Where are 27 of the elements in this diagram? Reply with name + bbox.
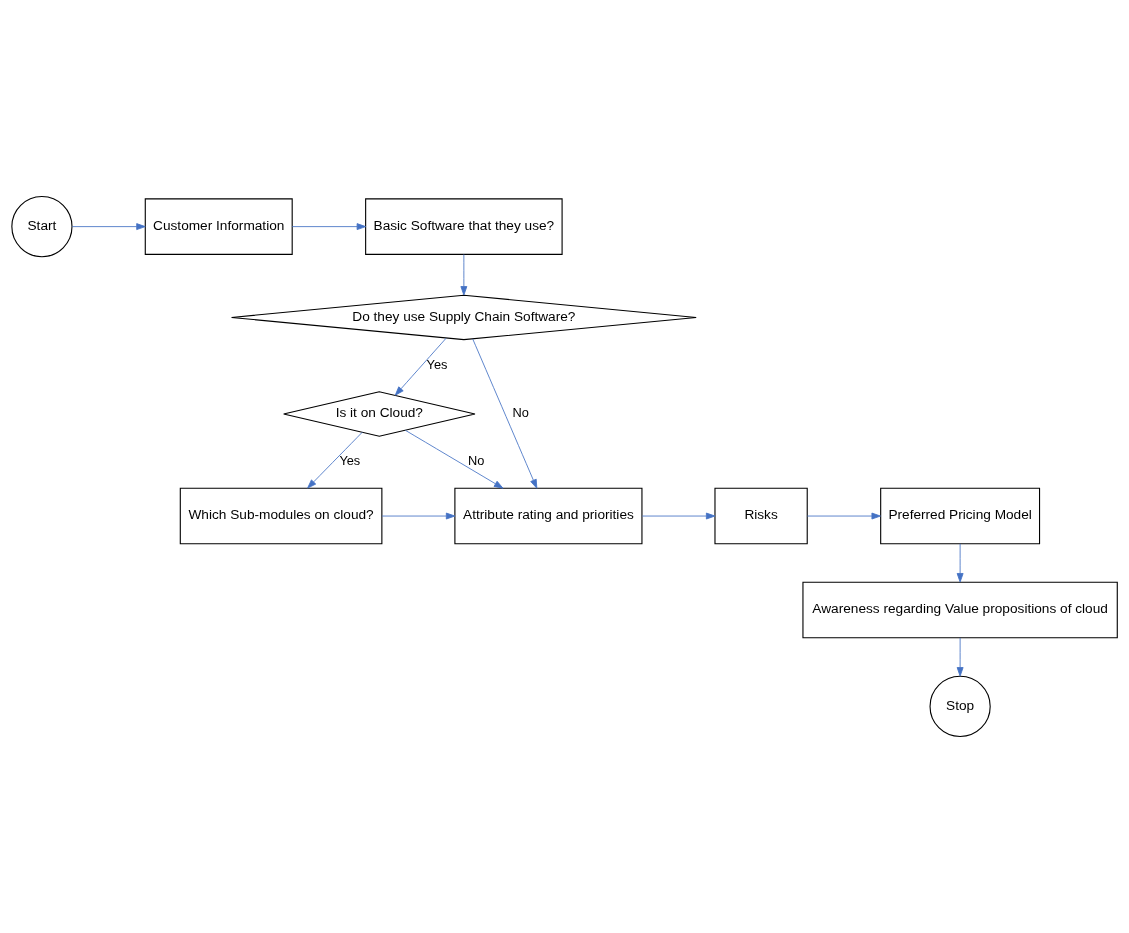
edge-label: Yes: [426, 356, 448, 372]
node-box: Awareness regarding Value propositions of cloud: [802, 581, 1118, 639]
node-box: Customer Information: [144, 198, 293, 255]
node-diamond: Is it on Cloud?: [283, 391, 476, 437]
arrow: [71, 223, 146, 231]
arrow: [291, 223, 367, 231]
node-box: Basic Software that they use?: [365, 198, 563, 255]
arrow: [641, 512, 716, 520]
edge-label: No: [512, 404, 529, 420]
arrow: [460, 254, 468, 296]
edge-label: Yes: [339, 453, 361, 469]
node-circle: Stop: [929, 675, 991, 737]
node-box: Preferred Pricing Model: [880, 487, 1041, 545]
arrow: [394, 337, 447, 396]
node-box: Which Sub-modules on cloud?: [179, 487, 383, 545]
arrow: [404, 429, 504, 489]
edge-label: No: [468, 453, 485, 469]
arrow: [806, 512, 881, 520]
node-circle: Start: [11, 196, 73, 258]
node-diamond: Do they use Supply Chain Software?: [231, 294, 697, 341]
arrow: [472, 338, 538, 489]
node-box: Attribute rating and priorities: [454, 487, 643, 545]
arrow: [956, 637, 964, 677]
node-box: Risks: [714, 487, 808, 545]
arrow: [956, 543, 964, 583]
arrow: [381, 512, 456, 520]
arrow: [307, 431, 363, 489]
